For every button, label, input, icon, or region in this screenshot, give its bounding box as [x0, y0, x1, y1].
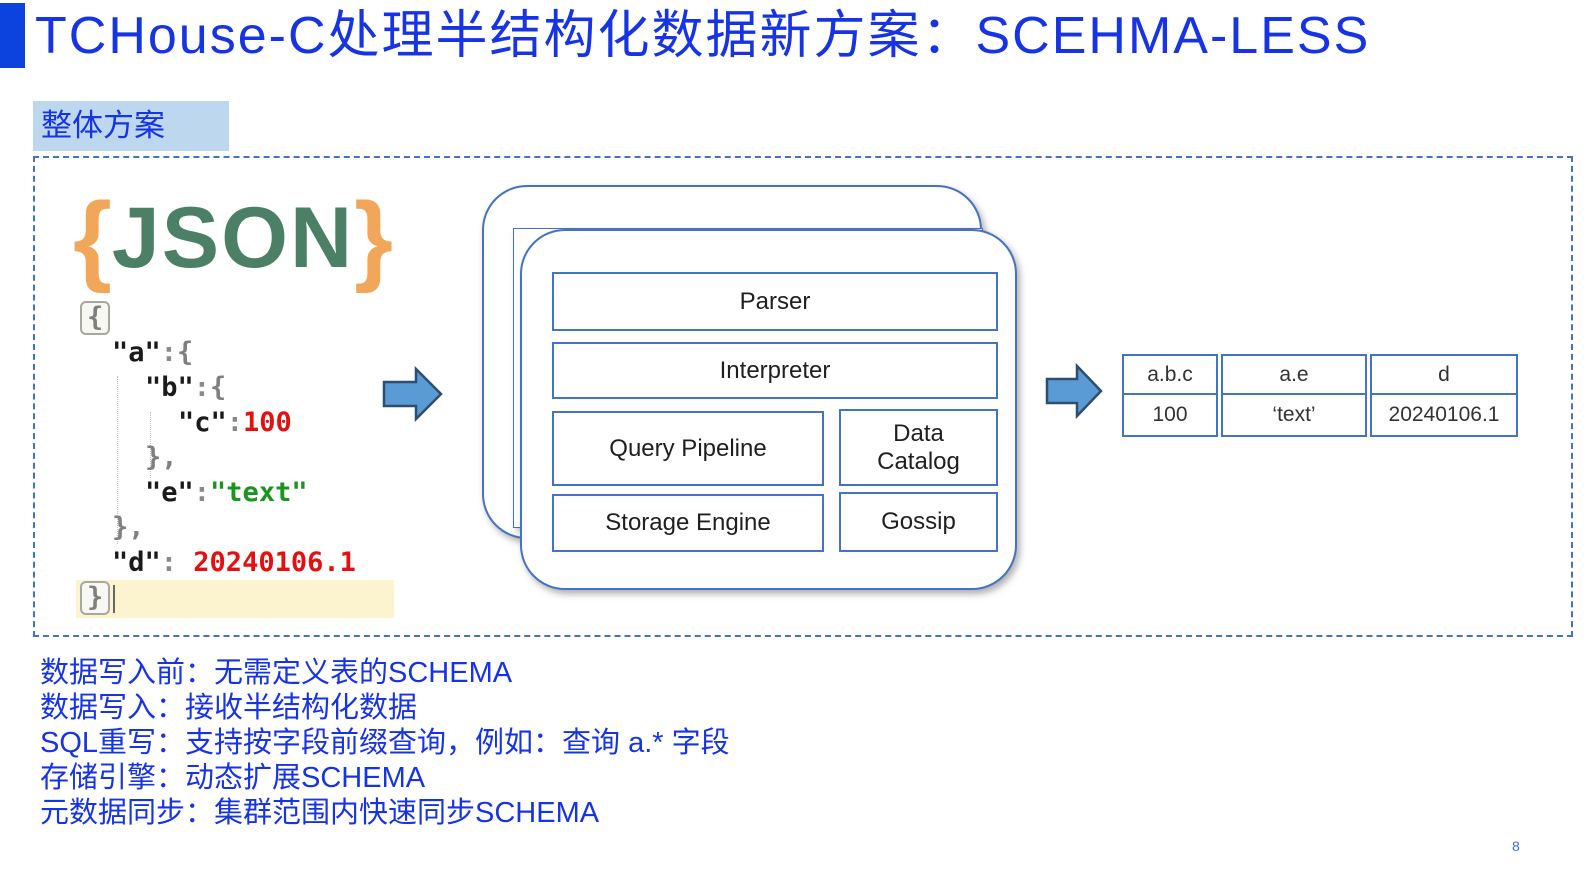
current-line-highlight	[76, 580, 394, 618]
text-cursor	[113, 584, 116, 613]
code-token: {	[210, 372, 227, 403]
bullet-line: 存储引擎：动态扩展SCHEMA	[40, 762, 426, 794]
flow-arrow-right-icon	[382, 365, 444, 427]
code-line: "a":{	[78, 335, 408, 370]
bullet-line: 数据写入：接收半结构化数据	[40, 692, 418, 724]
code-line: }	[78, 580, 408, 615]
engine-box-gossip: Gossip	[839, 492, 998, 552]
json-logo-left-brace: {	[73, 181, 112, 294]
code-line: "e":"text"	[78, 475, 408, 510]
brace-match-box: }	[80, 581, 111, 615]
title-accent-bar	[0, 3, 25, 68]
code-token: :	[160, 337, 178, 368]
page-number: 8	[1512, 838, 1520, 854]
diagram-frame: { JSON } { "a":{ "b":{ "c":100 }, "e":"t…	[33, 156, 1573, 637]
code-token: 100	[243, 407, 292, 438]
bullet-line: 数据写入前：无需定义表的SCHEMA	[40, 657, 513, 689]
table-value-cell: 20240106.1	[1370, 393, 1518, 437]
table-value-cell: ‘text’	[1221, 393, 1367, 437]
code-token: :	[226, 407, 244, 438]
code-line: {	[78, 300, 408, 335]
json-logo: { JSON }	[73, 180, 393, 295]
code-token: "d"	[112, 547, 161, 578]
engine-box-data-catalog: Data Catalog	[839, 409, 998, 486]
code-token: },	[145, 442, 178, 473]
bullet-line: SQL重写：支持按字段前缀查询，例如：查询 a.* 字段	[40, 727, 730, 759]
indent-guide	[117, 376, 118, 544]
code-line: },	[78, 440, 408, 475]
json-code-snippet: { "a":{ "b":{ "c":100 }, "e":"text" }, "…	[76, 300, 408, 622]
flow-arrow-right-icon	[1045, 362, 1103, 425]
code-token: "text"	[210, 477, 308, 508]
engine-box-interpreter: Interpreter	[552, 342, 998, 399]
json-logo-text: JSON	[111, 189, 355, 286]
code-token: :	[160, 547, 194, 578]
page-title: TCHouse-C处理半结构化数据新方案：SCEHMA-LESS	[35, 7, 1371, 65]
table-column: a.e ‘text’	[1221, 354, 1367, 437]
json-logo-right-brace: }	[354, 181, 394, 294]
code-line: "b":{	[78, 370, 408, 405]
code-line: "c":100	[78, 405, 408, 440]
engine-box-parser: Parser	[552, 272, 998, 331]
code-token: },	[112, 512, 145, 543]
bullet-list: 数据写入前：无需定义表的SCHEMA 数据写入：接收半结构化数据 SQL重写：支…	[40, 656, 730, 831]
engine-card-front: Parser Interpreter Query Pipeline Data C…	[520, 229, 1017, 590]
table-value-cell: 100	[1122, 393, 1218, 437]
code-token: "e"	[145, 477, 194, 508]
code-token: }	[87, 582, 104, 613]
table-header-cell: d	[1370, 354, 1518, 395]
engine-box-query-pipeline: Query Pipeline	[552, 411, 824, 486]
code-token: 20240106.1	[193, 547, 356, 578]
code-token: :	[193, 372, 211, 403]
code-token: "c"	[178, 407, 227, 438]
indent-guide	[150, 412, 151, 478]
code-token: {	[87, 302, 104, 333]
bullet-line: 元数据同步：集群范围内快速同步SCHEMA	[40, 797, 600, 829]
engine-box-storage-engine: Storage Engine	[552, 494, 824, 552]
table-column: a.b.c 100	[1122, 354, 1218, 437]
table-column: d 20240106.1	[1370, 354, 1518, 437]
result-table: a.b.c 100 a.e ‘text’ d 20240106.1	[1122, 354, 1518, 437]
section-label: 整体方案	[33, 101, 229, 151]
code-token: {	[177, 337, 194, 368]
code-token: "b"	[145, 372, 194, 403]
code-token: "a"	[112, 337, 161, 368]
code-line: },	[78, 510, 408, 545]
code-token: :	[193, 477, 211, 508]
code-line: "d": 20240106.1	[78, 545, 408, 580]
brace-match-box: {	[80, 301, 111, 335]
table-header-cell: a.e	[1221, 354, 1367, 395]
table-header-cell: a.b.c	[1122, 354, 1218, 395]
